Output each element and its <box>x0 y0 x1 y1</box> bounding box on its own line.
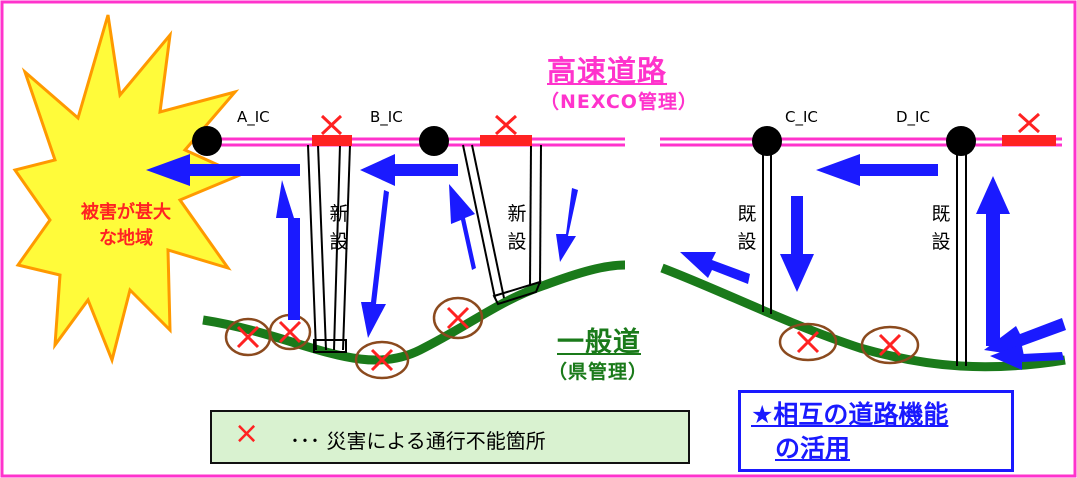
interchange-node-c <box>752 126 782 156</box>
highway-blocked-marks <box>312 112 1056 146</box>
ramp-label-char: 設 <box>737 231 757 253</box>
ramp-label-char: 設 <box>329 231 349 253</box>
highway-title: 高速道路 <box>547 54 668 88</box>
ramp-existing-d <box>956 150 967 366</box>
interchange-nodes <box>192 126 976 156</box>
disaster-area-label: 被害が甚大 な地域 <box>66 200 186 252</box>
interchange-label-a: A_IC <box>237 108 270 126</box>
ramp-label-char: 既 <box>737 203 757 225</box>
detour-arrows <box>146 154 1066 370</box>
legend-text: ･･･ 災害による通行不能箇所 <box>290 429 546 453</box>
ramp-label-char: 設 <box>507 231 527 253</box>
note-line2: の活用 <box>775 434 851 463</box>
interchange-node-d <box>946 126 976 156</box>
ramp-label-existing-d: 既 設 <box>929 200 953 256</box>
ramp-label-char: 新 <box>329 203 349 225</box>
ramp-label-new-b: 新 設 <box>505 200 529 256</box>
ramp-label-existing-c: 既 設 <box>735 200 759 256</box>
ramp-label-char: 新 <box>507 203 527 225</box>
highway-line <box>195 137 1062 147</box>
general-road-subtitle: （県管理） <box>548 361 649 383</box>
note-line1: ★相互の道路機能 <box>751 400 949 429</box>
interchange-node-a <box>192 126 222 156</box>
note-box: ★相互の道路機能 の活用 <box>738 390 1014 472</box>
disaster-explosion <box>12 14 244 365</box>
legend-box: × ･･･ 災害による通行不能箇所 <box>210 410 690 464</box>
interchange-label-b: B_IC <box>370 108 403 126</box>
ramp-label-char: 設 <box>931 231 951 253</box>
ramp-label-new-a: 新 設 <box>327 200 351 256</box>
general-road-title: 一般道 <box>557 327 641 358</box>
ramp-new-b <box>462 144 542 306</box>
highway-subtitle: （NEXCO管理） <box>540 91 698 113</box>
ramp-existing-c <box>762 150 772 314</box>
interchange-label-d: D_IC <box>896 108 930 126</box>
ramp-label-char: 既 <box>931 203 951 225</box>
interchange-node-b <box>419 126 449 156</box>
ramp-new-a <box>307 144 351 353</box>
legend-x-icon: × <box>234 416 260 451</box>
interchange-label-c: C_IC <box>785 108 818 126</box>
disaster-area-line1: 被害が甚大 <box>81 202 171 223</box>
disaster-area-line2: な地域 <box>99 228 153 249</box>
